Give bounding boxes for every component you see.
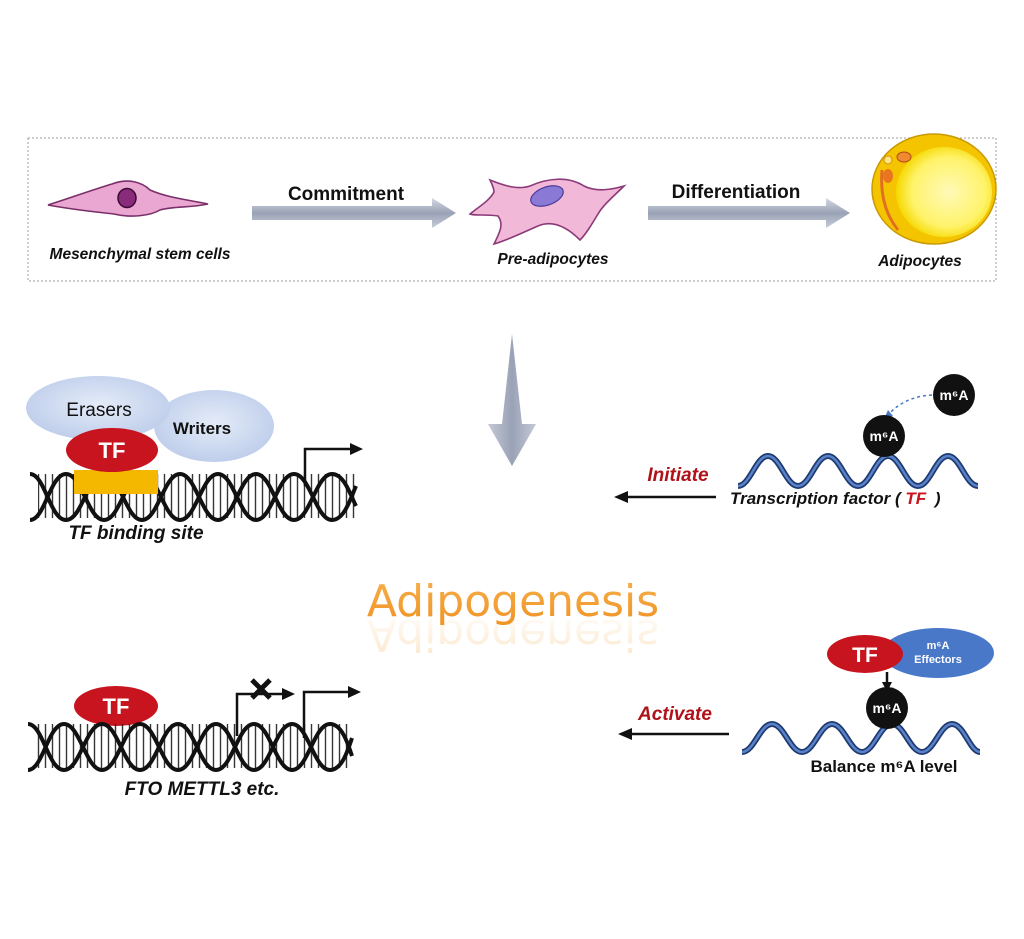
m6a-lower-label: m⁶A	[872, 700, 901, 716]
writers-ellipse	[154, 390, 274, 462]
adipocyte-cell-icon	[871, 133, 997, 245]
commitment-label: Commitment	[288, 184, 405, 205]
m6a-bound-label: m⁶A	[869, 428, 898, 444]
tf-m6a-group: m⁶A m⁶A Initiate Transcription factor ( …	[614, 374, 979, 508]
down-arrow	[488, 334, 536, 466]
pre-adipocyte-cell-icon	[468, 178, 627, 246]
erasers-ellipse	[26, 376, 170, 440]
adipocytes-label: Adipocytes	[877, 253, 962, 270]
effector-genes-group: TF FTO METTL3 etc.	[27, 678, 361, 800]
tf-label-lower-right: TF	[852, 644, 878, 667]
effectors-ellipse	[882, 628, 994, 678]
commitment-arrow	[252, 198, 456, 228]
rna-wave-upper	[737, 452, 979, 490]
tf-ellipse-upper	[66, 428, 158, 472]
binding-site-box	[74, 470, 158, 494]
fto-mettl3-label: FTO METTL3 etc.	[125, 779, 280, 800]
m6a-dashed-arrow	[888, 394, 933, 415]
initiate-arrow	[614, 491, 716, 503]
m6a-free-label: m⁶A	[939, 387, 968, 403]
title-text: Adipogenesis	[367, 576, 659, 627]
tf-label-upper: TF	[99, 438, 126, 463]
transcription-factor-label: Transcription factor ( TF )	[730, 489, 941, 508]
transcription-start-arrow-lower	[302, 686, 361, 738]
title-reflection: Adipogenesis	[367, 609, 659, 660]
tf-binding-site-label: TF binding site	[68, 523, 204, 544]
activate-label: Activate	[637, 704, 712, 725]
tf-ellipse-lower-left	[74, 686, 158, 726]
erasers-label: Erasers	[66, 400, 131, 421]
m6a-bound-circle	[863, 415, 905, 457]
tf-effectors-group: m⁶A Effectors TF m⁶A Activate Balance m⁶…	[618, 628, 994, 776]
pre-adipocytes-label: Pre-adipocytes	[497, 251, 609, 268]
tf-label-prefix: Transcription factor (	[730, 489, 903, 508]
tf-ellipse-lower-right	[827, 635, 903, 673]
transcription-start-arrow-upper	[303, 443, 363, 486]
initiate-label: Initiate	[647, 465, 709, 486]
tf-label-tf: TF	[905, 489, 926, 508]
tf-label-suffix: )	[933, 489, 941, 508]
balance-m6a-label: Balance m⁶A level	[810, 757, 957, 776]
writers-label: Writers	[173, 419, 231, 438]
m6a-free-circle	[933, 374, 975, 416]
dna-helix-lower	[27, 721, 354, 773]
tf-binding-group: Erasers Writers TF TF binding site	[26, 376, 363, 544]
differentiation-arrow	[648, 198, 850, 228]
mesenchymal-stem-cell-icon	[47, 180, 209, 217]
activate-arrow	[618, 728, 729, 740]
blocked-x-icon	[250, 678, 272, 700]
differentiation-label: Differentiation	[672, 182, 801, 203]
m6a-lower-circle	[866, 687, 908, 729]
tf-label-lower-left: TF	[103, 694, 130, 719]
effectors-m6a-label: m⁶A	[927, 640, 950, 652]
effectors-label: Effectors	[914, 654, 962, 666]
mesenchymal-label: Mesenchymal stem cells	[50, 246, 231, 263]
rna-wave-lower	[741, 720, 981, 756]
adipogenesis-title: Adipogenesis Adipogenesis	[367, 576, 659, 660]
